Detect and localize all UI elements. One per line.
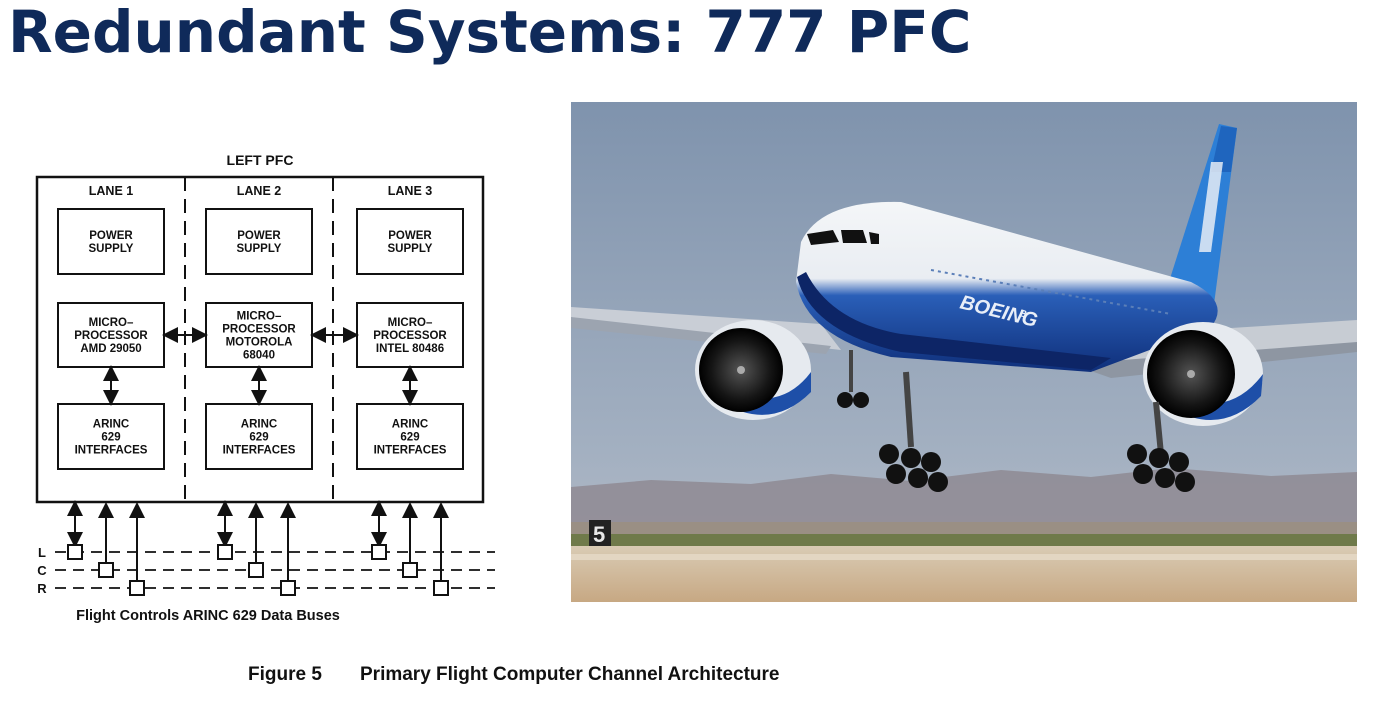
power-supply-box bbox=[205, 208, 313, 275]
arinc-interface-label-line: 629 bbox=[249, 432, 268, 444]
figure-caption: Figure 5 Primary Flight Computer Channel … bbox=[248, 664, 779, 686]
power-supply-box bbox=[57, 208, 165, 275]
slide-title: Redundant Systems: 777 PFC bbox=[8, 0, 972, 66]
bus-coupler bbox=[248, 562, 264, 578]
bus-coupler bbox=[217, 544, 233, 560]
power-supply-label-line: POWER bbox=[237, 230, 281, 242]
bus-coupler bbox=[129, 580, 145, 596]
runway-marker-sign bbox=[589, 520, 611, 546]
bus-label-c: C bbox=[37, 563, 47, 578]
runway-marker-number: 5 bbox=[593, 522, 605, 547]
boeing-777-photo: 5 BOEING B bbox=[571, 102, 1357, 602]
livery-model-text: B bbox=[1018, 308, 1028, 320]
arinc-interface-label-line: 629 bbox=[400, 432, 419, 444]
microprocessor-label-line: AMD 29050 bbox=[80, 343, 141, 355]
power-supply-label-line: SUPPLY bbox=[89, 243, 134, 255]
power-supply-label-line: SUPPLY bbox=[388, 243, 433, 255]
power-supply-label-line: POWER bbox=[89, 230, 133, 242]
bus-label-r: R bbox=[37, 581, 47, 596]
microprocessor-label-line: PROCESSOR bbox=[74, 330, 148, 342]
bus-label-l: L bbox=[38, 545, 46, 560]
microprocessor-label-line: MICRO– bbox=[388, 317, 433, 329]
bus-coupler bbox=[98, 562, 114, 578]
bus-coupler bbox=[433, 580, 449, 596]
bus-coupler bbox=[280, 580, 296, 596]
arinc-interface-label-line: INTERFACES bbox=[75, 445, 148, 457]
bus-coupler bbox=[402, 562, 418, 578]
microprocessor-label-line: PROCESSOR bbox=[373, 330, 447, 342]
microprocessor-label-line: PROCESSOR bbox=[222, 324, 296, 336]
lane-label-1: LANE 1 bbox=[89, 184, 134, 198]
arinc-interface-label-line: ARINC bbox=[93, 419, 129, 431]
microprocessor-label-line: INTEL 80486 bbox=[376, 343, 444, 355]
arinc-interface-box bbox=[57, 403, 165, 470]
arinc-interface-label-line: INTERFACES bbox=[223, 445, 296, 457]
arinc-interface-box bbox=[356, 403, 464, 470]
microprocessor-label-line: MOTOROLA bbox=[226, 337, 293, 349]
microprocessor-label-line: MICRO– bbox=[89, 317, 134, 329]
arinc-interface-label-line: ARINC bbox=[241, 419, 277, 431]
power-supply-label-line: POWER bbox=[388, 230, 432, 242]
bus-coupler bbox=[67, 544, 83, 560]
arinc-interface-box bbox=[205, 403, 313, 470]
power-supply-box bbox=[356, 208, 464, 275]
microprocessor-label-line: 68040 bbox=[243, 350, 275, 362]
arinc-interface-label-line: ARINC bbox=[392, 419, 428, 431]
pfc-heading: LEFT PFC bbox=[227, 152, 294, 168]
lane-label-2: LANE 2 bbox=[237, 184, 282, 198]
figure-number: Figure 5 bbox=[248, 664, 322, 685]
bus-coupler bbox=[371, 544, 387, 560]
power-supply-label-line: SUPPLY bbox=[237, 243, 282, 255]
figure-caption-text: Primary Flight Computer Channel Architec… bbox=[360, 664, 780, 685]
bus-caption: Flight Controls ARINC 629 Data Buses bbox=[76, 608, 340, 624]
arinc-interface-label-line: 629 bbox=[101, 432, 120, 444]
microprocessor-label-line: MICRO– bbox=[237, 311, 282, 323]
lane-label-3: LANE 3 bbox=[388, 184, 433, 198]
arinc-interface-label-line: INTERFACES bbox=[374, 445, 447, 457]
